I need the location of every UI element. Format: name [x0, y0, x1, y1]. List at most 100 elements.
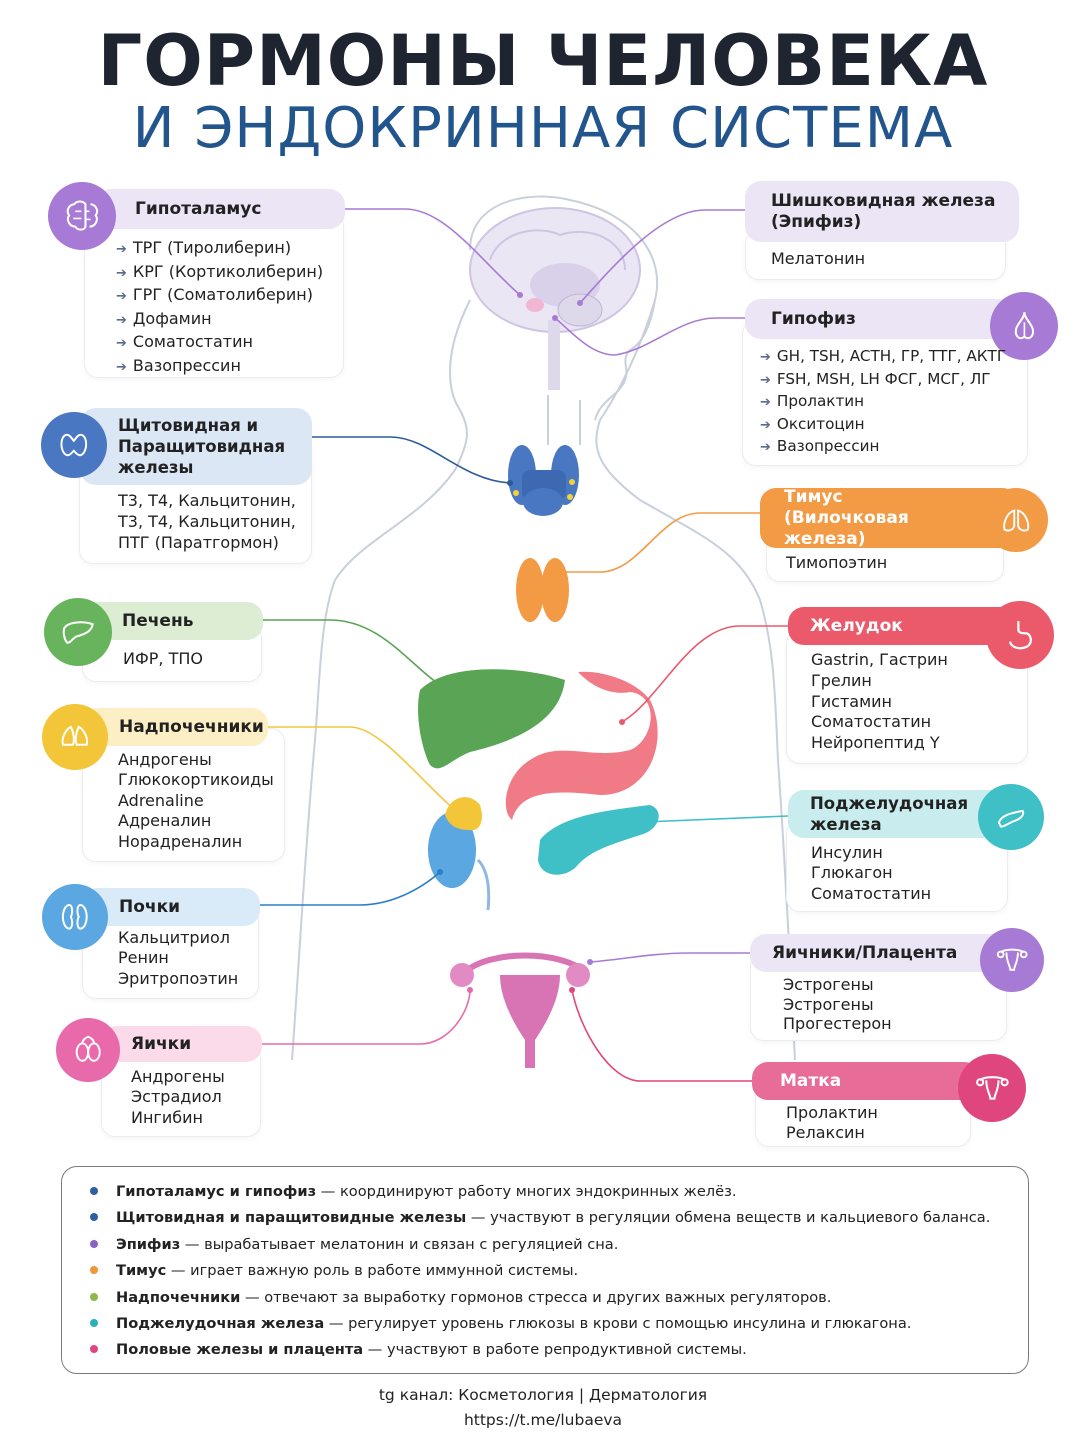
list-item: Эритропоэтин [118, 968, 239, 988]
list-item: Глюкокортикоиды [118, 770, 274, 790]
thyroid-hormones: Т3, Т4, Кальцитонин, Т3, Т4, Кальцитонин… [118, 490, 296, 553]
info-row: Эпифиз — вырабатывает мелатонин и связан… [90, 1236, 618, 1253]
connector-uterus [571, 989, 752, 1082]
liver-hormones: ИФР, ТПО [123, 648, 203, 669]
connector-ovaries [589, 952, 750, 963]
pineal-pill: Шишковидная железа (Эпифиз) [745, 181, 1019, 242]
pancreas-hormones: Инсулин Глюкагон Соматостатин [811, 843, 931, 904]
liver-icon-circle [44, 598, 112, 666]
pituitary-list: ➔GH, TSH, ACTH, ГР, ТТГ, АКТГ ➔FSH, MSH,… [760, 346, 1006, 459]
connector-thyroid [312, 436, 511, 484]
adrenal-icon [61, 725, 89, 746]
footer-link[interactable]: https://t.me/lubaeva [463, 1411, 623, 1429]
uterus-icon [975, 1075, 1009, 1100]
ovaries-icon-circle [980, 928, 1044, 992]
list-item: ➔ГРГ (Соматолиберин) [116, 285, 313, 305]
adrenal-icon-circle [42, 704, 108, 770]
list-item: ➔FSH, MSH, LH ФСГ, МСГ, ЛГ [760, 369, 991, 388]
uterus-icon [996, 948, 1028, 971]
page-subtitle: И ЭНДОКРИННАЯ СИСТЕМА [132, 96, 954, 161]
list-item: Норадреналин [118, 831, 243, 851]
list-item: ➔ТРГ (Тиролиберин) [116, 238, 292, 257]
list-item: Релаксин [786, 1122, 865, 1142]
connector-hypothalamus [345, 208, 521, 296]
connector-pancreas [619, 815, 789, 824]
thymus-organ [516, 558, 569, 622]
pancreas-icon-circle [978, 784, 1044, 850]
bullet-icon [90, 1345, 98, 1353]
thymus-title: Тимус (Вилочковая железа) [784, 486, 909, 549]
stomach-card [786, 630, 1028, 764]
thyroid-title: Щитовидная и Паращитовидная железы [118, 416, 286, 477]
list-item: Нейропептид Y [811, 733, 940, 753]
pituitary-card [742, 320, 1028, 466]
bullet-icon [90, 1240, 98, 1248]
pancreas-organ [538, 805, 659, 875]
bullet-icon [90, 1187, 98, 1195]
pancreas-icon [998, 809, 1025, 828]
kidney-icon [62, 904, 88, 930]
list-item: ПТГ (Паратгормон) [118, 533, 279, 552]
list-item: Gastrin, Гастрин [811, 650, 948, 669]
list-item: ➔Пролактин [760, 392, 865, 411]
list-item: Прогестерон [783, 1014, 892, 1034]
info-row: Щитовидная и паращитовидные железы — уча… [90, 1209, 990, 1226]
thymus-pill: Тимус (Вилочковая железа) [760, 486, 1018, 549]
thyroid-icon-circle [41, 412, 107, 478]
list-item: Андрогены [118, 750, 212, 769]
adrenal-pill: Надпочечники [82, 708, 268, 746]
liver-organ [418, 669, 565, 769]
list-item: Т3, Т4, Кальцитонин, [118, 491, 296, 510]
info-box: Гипоталамус и гипофиз — координируют раб… [61, 1166, 1029, 1374]
liver-title: Печень [122, 610, 194, 631]
connector-adrenal [268, 726, 456, 811]
list-item: ИФР, ТПО [123, 649, 203, 668]
list-item: Глюкагон [811, 863, 893, 883]
stomach-title: Желудок [810, 615, 903, 636]
connector-pineal [579, 209, 745, 304]
thyroid-icon [60, 434, 88, 457]
testes-icon-circle [56, 1018, 120, 1082]
info-row: Поджелудочная железа — регулирует уровен… [90, 1315, 911, 1332]
list-item: Адреналин [118, 811, 212, 831]
lungs-icon [1003, 509, 1029, 532]
connector-pituitary [554, 317, 745, 356]
list-item: Соматостатин [811, 883, 932, 903]
list-item: Adrenaline [118, 790, 204, 810]
thyroid-pill: Щитовидная и Паращитовидная железы [80, 408, 312, 485]
liver-pill: Печень [82, 602, 263, 640]
liver-icon [62, 620, 94, 644]
connector-thymus [555, 512, 760, 573]
testes-hormones: Андрогены Эстрадиол Ингибин [131, 1067, 225, 1128]
list-item: Ингибин [131, 1107, 203, 1127]
list-item: Эстрогены [783, 975, 874, 994]
adrenal-organ [445, 797, 482, 831]
adrenal-card [82, 728, 285, 862]
brain-icon [66, 200, 98, 231]
kidneys-title: Почки [119, 896, 181, 917]
ovaries-hormones: Эстрогены Эстрогены Прогестерон [783, 975, 892, 1034]
list-item: Гистамин [811, 691, 893, 711]
stomach-hormones: Gastrin, Гастрин Грелин Гистамин Соматос… [811, 650, 948, 754]
connector-stomach [621, 625, 788, 723]
list-item: Эстрадиол [131, 1087, 222, 1107]
list-item: ➔Соматостатин [116, 332, 253, 352]
list-item: Инсулин [811, 843, 883, 862]
stomach-icon-circle [986, 601, 1054, 669]
pancreas-title: Поджелудочная железа [810, 794, 969, 834]
pituitary-pill: Гипофиз [745, 299, 1015, 339]
list-item: ➔КРГ (Кортиколиберин) [116, 261, 324, 281]
bullet-icon [90, 1319, 98, 1327]
hypothalamus-card [84, 212, 344, 378]
list-item: Тимопоэтин [786, 553, 888, 572]
adrenal-title: Надпочечники [119, 716, 264, 737]
connector-kidney [260, 871, 441, 906]
list-item: ➔Дофамин [116, 308, 212, 328]
body-silhouette [291, 299, 471, 1061]
uterus-hormones: Пролактин Релаксин [786, 1103, 878, 1142]
page-title: ГОРМОНЫ ЧЕЛОВЕКА [97, 20, 989, 102]
pancreas-pill: Поджелудочная железа [788, 790, 1018, 838]
list-item: ➔Вазопрессин [116, 355, 241, 375]
pituitary-icon-circle [990, 292, 1058, 360]
